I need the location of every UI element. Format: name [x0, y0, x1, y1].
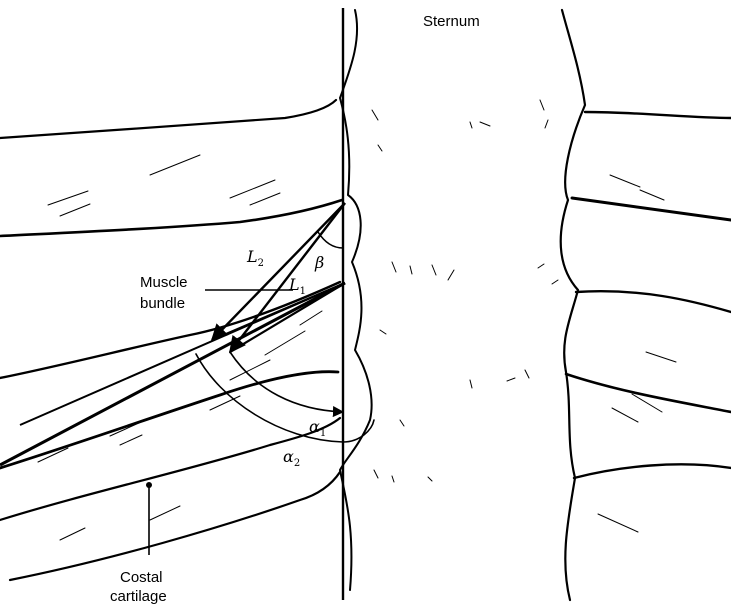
- alpha2-arc: [196, 354, 374, 442]
- alpha2-symbol: α2: [283, 447, 300, 469]
- left-ribs: [0, 100, 342, 580]
- costal-cartilage-label-line1: Costal: [120, 569, 163, 586]
- alpha1-symbol: α1: [309, 417, 326, 439]
- vector-L2-base: [212, 283, 345, 340]
- sternum-right-border: [561, 10, 585, 600]
- left-rib-1-bottom-edge: [0, 200, 342, 236]
- length-vectors: [212, 203, 345, 352]
- sternum-outline: [340, 10, 585, 600]
- muscle-bundle-label-line2: bundle: [140, 295, 185, 312]
- right-rib-1-bottom-edge: [572, 198, 731, 220]
- right-ribs: [566, 112, 731, 532]
- right-rib-2-top-edge: [576, 291, 731, 312]
- right-rib-3-top-edge: [574, 464, 731, 478]
- L1-symbol: L1: [288, 275, 306, 297]
- costal-label-dot: [146, 482, 152, 488]
- left-rib-3-bottom-edge: [10, 472, 340, 580]
- sternum-label: Sternum: [423, 13, 480, 30]
- alpha1-arc: [230, 352, 343, 412]
- costal-cartilage-label-line2: cartilage: [110, 588, 167, 605]
- left-rib-hatching: [38, 155, 322, 540]
- L2-symbol: L2: [246, 247, 264, 269]
- muscle-bundle-label-line1: Muscle: [140, 274, 188, 291]
- sternum-texture: [372, 100, 558, 482]
- left-rib-1-top-edge: [0, 100, 336, 138]
- right-rib-2-bottom-edge: [566, 374, 731, 412]
- sternum-left-border: [340, 10, 372, 590]
- right-rib-hatching: [598, 175, 676, 532]
- right-rib-1-top-edge: [585, 112, 731, 118]
- beta-symbol: β: [314, 253, 324, 272]
- vector-L1: [230, 203, 345, 352]
